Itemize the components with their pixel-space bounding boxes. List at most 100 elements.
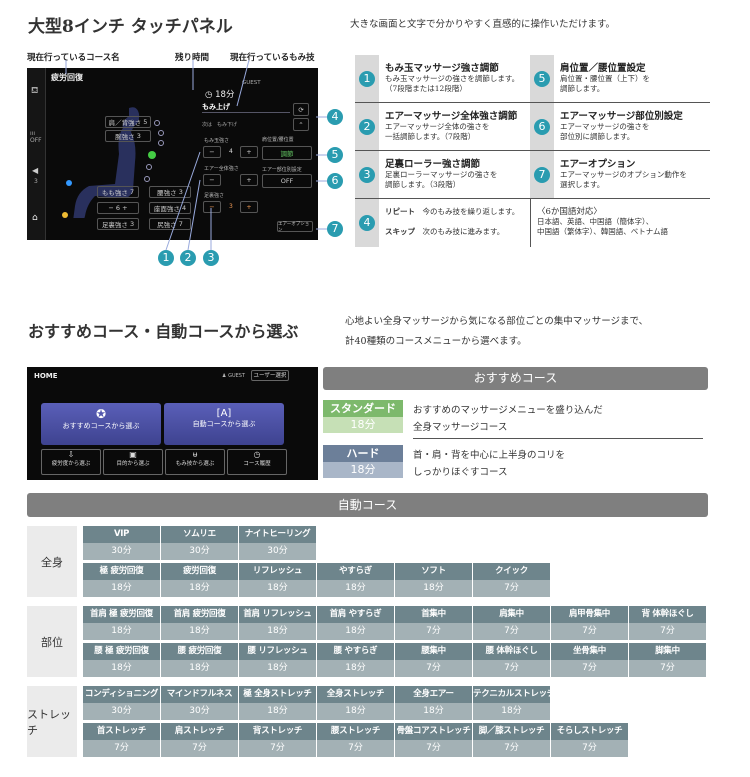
foot-minus-button[interactable]: − — [203, 201, 221, 213]
course-time: 18分 — [83, 580, 160, 597]
feature-title: エアーマッサージ部位別設定 — [560, 111, 683, 122]
recommended-course-desc: おすすめのマッサージメニューを盛り込んだ — [413, 405, 603, 416]
waist-strength[interactable]: 腰強さ 3 — [149, 186, 191, 198]
skip-button[interactable]: ⌃ — [293, 118, 309, 131]
guest-label[interactable]: GUEST — [242, 80, 261, 86]
course-time: 7分 — [473, 580, 550, 597]
air-option-button[interactable]: エアーオプション — [277, 221, 313, 233]
feature-table: 1 もみ玉マッサージ強さ調節 もみ玉マッサージの強さを調節します。（7段階または… — [355, 55, 710, 247]
feature-number: 4 — [359, 215, 375, 231]
body-silhouette — [62, 107, 164, 218]
volume-icon[interactable]: ◀ — [32, 166, 39, 175]
momi-minus-button[interactable]: − — [203, 146, 221, 158]
recommended-course-button[interactable]: ✪おすすめコースから選ぶ — [41, 403, 161, 445]
feature-title: 足裏ローラー強さ調節 — [385, 159, 481, 170]
course-time: 7分 — [395, 740, 472, 757]
course-name: 極 疲労回復 — [83, 563, 160, 580]
repeat-button[interactable]: ⟳ — [293, 103, 309, 116]
shoulder-back-strength[interactable]: 肩／背強さ 5 — [105, 116, 151, 128]
course-name: ソフト — [395, 563, 472, 580]
air-part-button[interactable]: OFF — [262, 174, 312, 188]
feature-2: 2 エアーマッサージ全体強さ調節 エアーマッサージ全体の強さを一括調節します。（… — [355, 103, 535, 151]
guest-label[interactable]: ♟ GUEST — [222, 373, 245, 379]
course-name: 腰集中 — [395, 643, 472, 660]
course-name: 首肩 リフレッシュ — [239, 606, 316, 623]
auto-course-button[interactable]: [A]自動コースから選ぶ — [164, 403, 284, 445]
calf-strength[interactable]: − 6 + — [97, 202, 139, 214]
arm-strength[interactable]: 腕強さ 3 — [105, 130, 151, 142]
home-icon[interactable]: ⌂ — [32, 213, 38, 223]
course-time: 7分 — [473, 623, 550, 640]
foot-plus-button[interactable]: + — [240, 201, 258, 213]
course-name: ソムリエ — [161, 526, 238, 543]
course-name: そらしストレッチ — [551, 723, 628, 740]
recommended-course-name[interactable]: スタンダード — [323, 400, 403, 417]
recommended-course-name[interactable]: ハード — [323, 445, 403, 462]
air-plus-button[interactable]: + — [240, 174, 258, 186]
recommended-course-desc: 首・肩・背を中心に上半身のコリを — [413, 450, 566, 461]
chair-icon[interactable]: ⛾ — [31, 86, 39, 96]
position-adjust-button[interactable]: 調節 — [262, 146, 312, 160]
course-time: 7分 — [83, 740, 160, 757]
air-minus-button[interactable]: − — [203, 174, 221, 186]
course-name: 極 全身ストレッチ — [239, 686, 316, 703]
purpose-select-button[interactable]: ▣目的から選ぶ — [103, 449, 163, 475]
fatigue-select-button[interactable]: ⇩疲労度から選ぶ — [41, 449, 101, 475]
course-time: 30分 — [83, 703, 160, 720]
seat-strength[interactable]: 座面強さ 4 — [149, 202, 191, 214]
callout-7: 7 — [327, 221, 343, 237]
hip-strength[interactable]: 尻強さ 7 — [149, 218, 191, 230]
sole-strength[interactable]: 足裏強さ 3 — [97, 218, 139, 230]
feature-desc: エアーマッサージ全体の強さを一括調節します。（7段階） — [385, 122, 490, 141]
course-name: 骨盤コアストレッチ — [395, 723, 472, 740]
course-name: 疲労回復 — [161, 563, 238, 580]
thigh-strength[interactable]: もも強さ 7 — [97, 186, 139, 198]
course-name: 背ストレッチ — [239, 723, 316, 740]
annotation-remaining-time: 残り時間 — [175, 53, 210, 63]
user-select-button[interactable]: ユーザー選択 — [251, 370, 289, 381]
course-name: 首肩 疲労回復 — [161, 606, 238, 623]
course-history-button[interactable]: ◷コース履歴 — [227, 449, 287, 475]
momi-plus-button[interactable]: + — [240, 146, 258, 158]
